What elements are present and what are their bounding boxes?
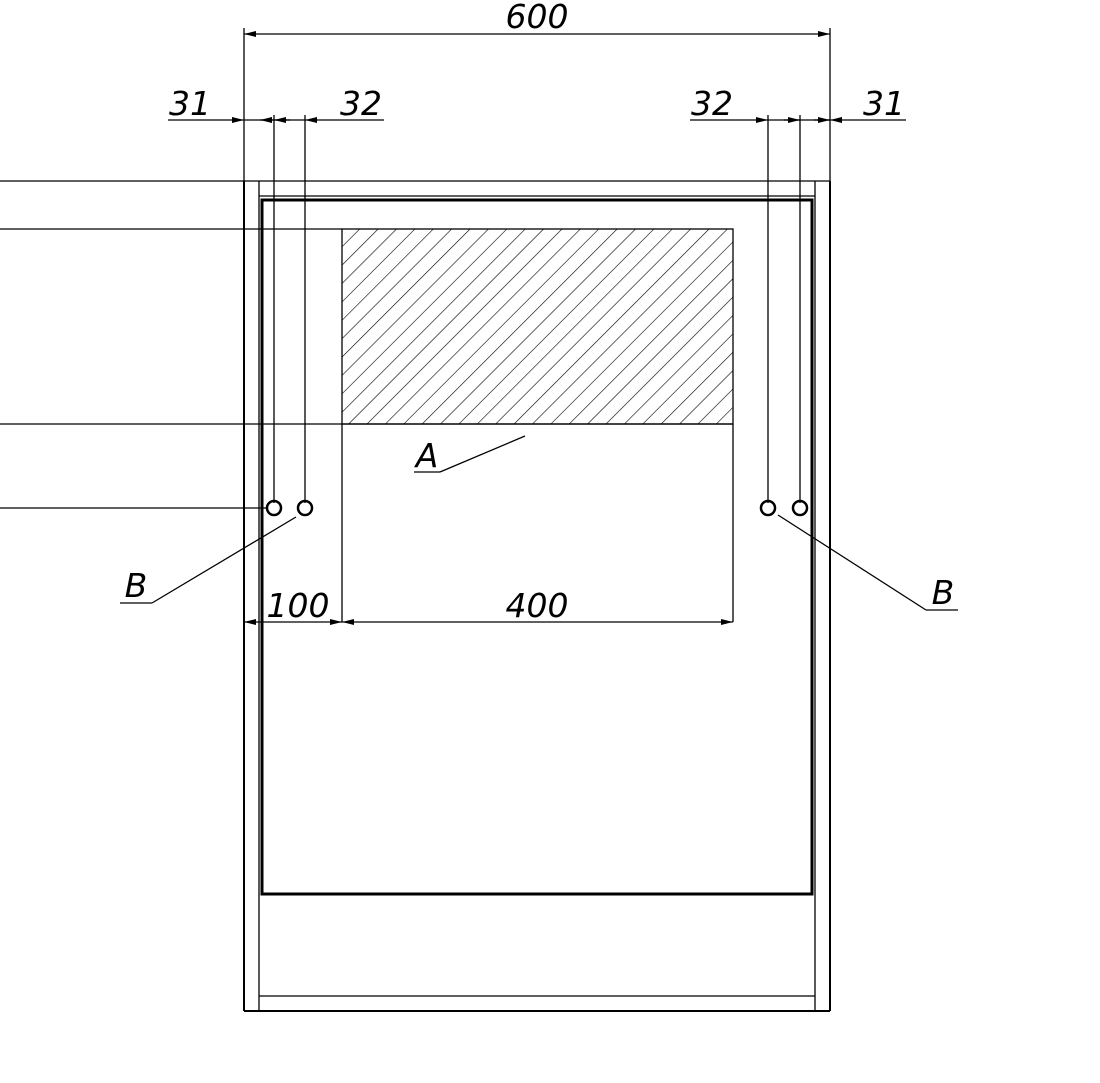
dimension-label-31-right: 31 <box>863 84 905 123</box>
dimension-right-31: 31 <box>800 84 906 123</box>
door-panel <box>260 198 814 896</box>
hole-right-2 <box>791 499 809 517</box>
dimension-label-32-right: 32 <box>691 84 733 123</box>
dimension-right-32: 32 <box>690 84 800 123</box>
hatched-zone-a <box>341 228 734 425</box>
hole-left-2 <box>296 499 314 517</box>
dimension-label-32-left: 32 <box>340 84 382 123</box>
callout-a-label: A <box>414 436 439 475</box>
dimension-overall-width: 600 <box>243 0 831 181</box>
hole-extension-lines <box>273 115 801 503</box>
callout-b-left-leader <box>151 516 297 604</box>
dimension-label-600: 600 <box>506 0 569 36</box>
cabinet-body <box>243 180 831 1012</box>
callout-a-leader <box>439 435 526 473</box>
callout-b-right-label: B <box>932 573 955 612</box>
callout-b-right-leader <box>777 514 927 611</box>
dimension-label-400: 400 <box>506 586 569 625</box>
mounting-holes <box>265 499 809 517</box>
dimension-left-31: 31 <box>168 84 274 123</box>
dimension-left-32: 32 <box>274 84 384 123</box>
dimension-label-100: 100 <box>267 586 330 625</box>
hole-left-1 <box>265 499 283 517</box>
callout-a: A <box>414 435 526 475</box>
hole-right-1 <box>759 499 777 517</box>
dimension-label-31-left: 31 <box>169 84 211 123</box>
callout-b-right: B <box>777 514 958 612</box>
callout-b-left: B <box>120 516 297 605</box>
dimension-cutout: 100 400 <box>244 586 733 625</box>
reference-lines <box>0 180 734 622</box>
callout-b-left-label: B <box>125 566 148 605</box>
